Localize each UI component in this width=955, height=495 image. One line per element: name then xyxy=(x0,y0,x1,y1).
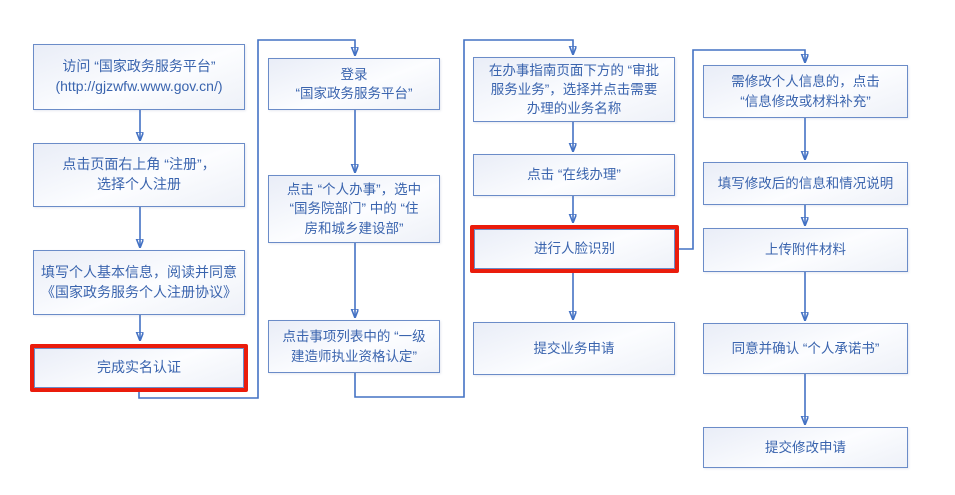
connector-col3-to-col4 xyxy=(679,49,805,250)
step-confirm-commitment: 同意并确认 “个人承诺书” xyxy=(703,323,908,374)
step-visit-platform: 访问 “国家政务服务平台” (http://gjzwfw.www.gov.cn/… xyxy=(33,44,245,110)
step-online-handling: 点击 “在线办理” xyxy=(473,154,675,196)
step-fill-modified-info: 填写修改后的信息和情况说明 xyxy=(703,162,908,205)
step-fill-basic-info: 填写个人基本信息，阅读并同意 《国家政务服务个人注册协议》 xyxy=(33,250,245,315)
step-click-item-list: 点击事项列表中的 “一级 建造师执业资格认定” xyxy=(268,320,440,373)
step-modify-personal-info: 需修改个人信息的，点击 “信息修改或材料补充” xyxy=(703,65,908,118)
step-face-recognition: 进行人脸识别 xyxy=(470,225,679,273)
step-personal-affairs: 点击 “个人办事”，选中 “国务院部门” 中的 “住 房和城乡建设部” xyxy=(268,175,440,243)
connector-col2-to-col3 xyxy=(354,39,573,398)
step-login-platform: 登录 “国家政务服务平台” xyxy=(268,58,440,110)
step-guide-page-select: 在办事指南页面下方的 “审批 服务业务”，选择并点击需要 办理的业务名称 xyxy=(473,57,675,122)
step-real-name-auth: 完成实名认证 xyxy=(30,344,248,392)
step-submit-modification: 提交修改申请 xyxy=(703,427,908,468)
connector-col1-to-col2 xyxy=(138,39,355,399)
step-upload-attachments: 上传附件材料 xyxy=(703,228,908,272)
step-click-register: 点击页面右上角 “注册”， 选择个人注册 xyxy=(33,143,245,207)
step-submit-business-application: 提交业务申请 xyxy=(473,322,675,375)
